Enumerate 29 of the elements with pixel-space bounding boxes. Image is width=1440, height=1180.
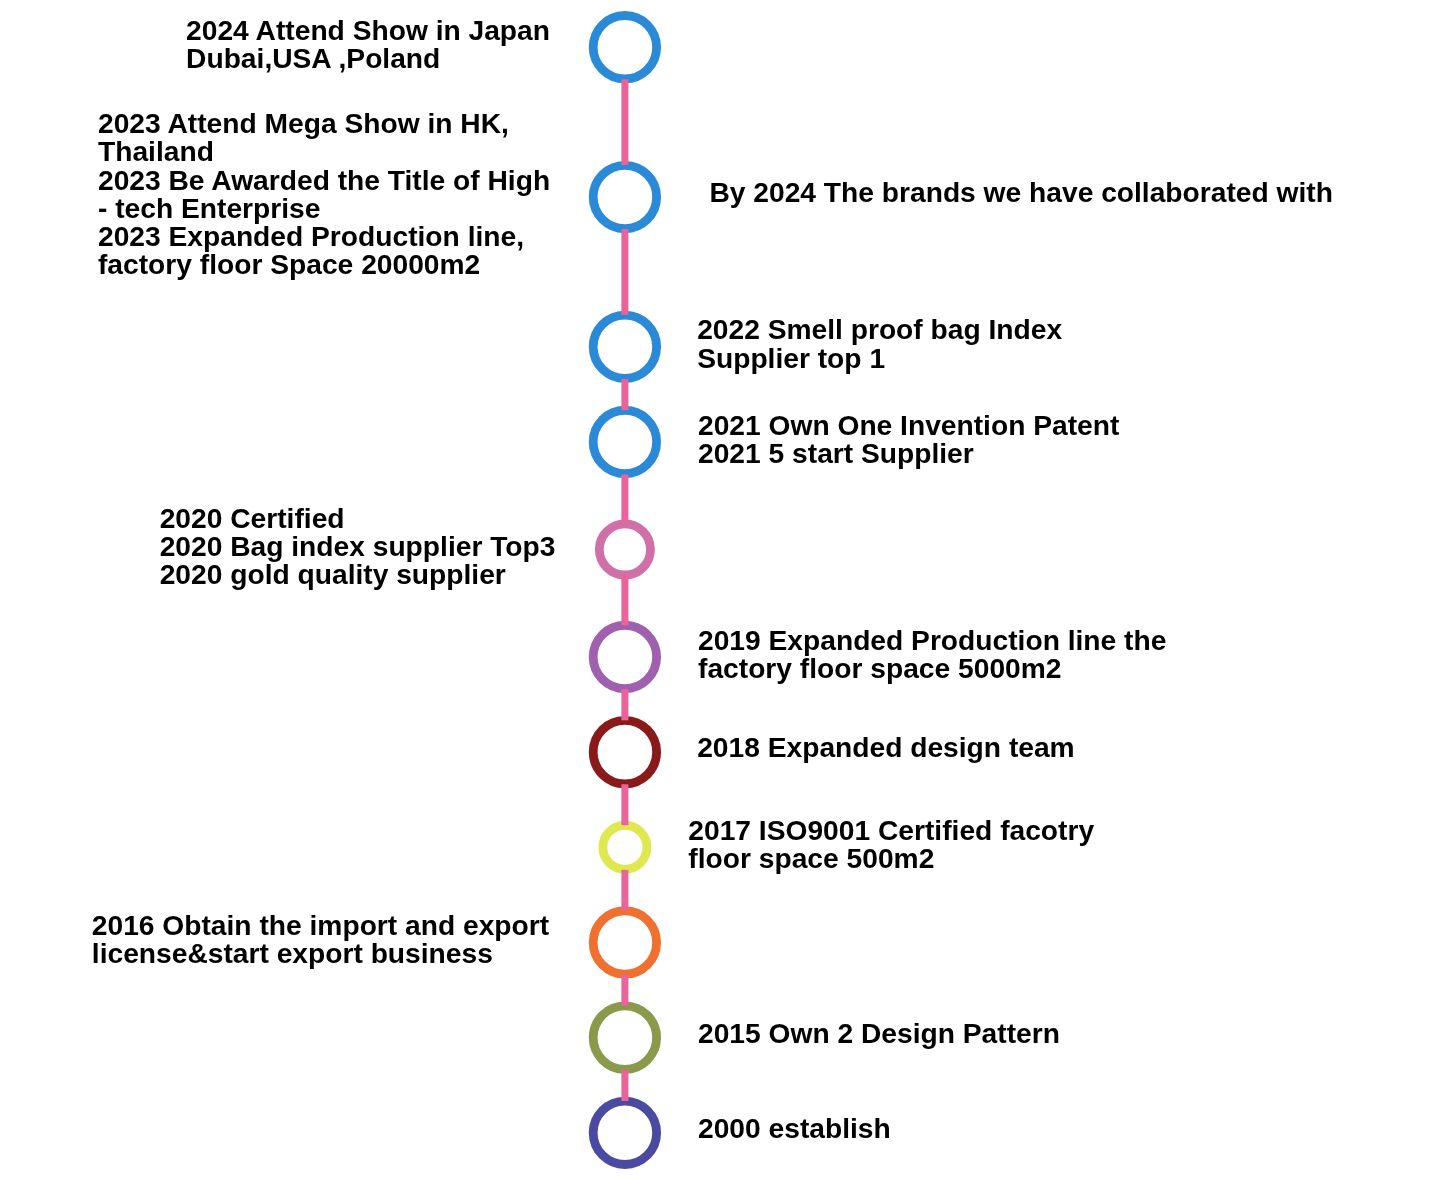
node-circle <box>588 160 661 234</box>
node-circle <box>588 906 661 979</box>
node-label: 2015 Own 2 Design Pattern <box>697 1016 1060 1049</box>
connector <box>620 689 628 721</box>
node-circle <box>588 11 661 84</box>
node-circle <box>588 310 661 383</box>
node-circle <box>588 405 661 479</box>
connector <box>620 474 628 524</box>
connector <box>620 229 628 315</box>
connector <box>620 575 628 626</box>
node-circle <box>588 1001 661 1074</box>
node-label: 2016 Obtain the import and export license&start export business <box>91 909 549 970</box>
connector <box>620 79 628 165</box>
node-circle <box>588 716 661 789</box>
label: By 2024 The brands we have collaborated with <box>708 175 1333 208</box>
node-label: 2019 Expanded Production line the factory floor space 5000m2 <box>697 623 1166 684</box>
connector <box>620 378 628 411</box>
connector <box>620 1069 628 1101</box>
node-circle <box>588 620 661 694</box>
node-label: 2022 Smell proof bag Index Supplier top 1 <box>696 313 1062 374</box>
node-label: 2020 Certified <box>159 501 345 534</box>
node-circle <box>588 1096 661 1169</box>
node-circle <box>597 820 651 874</box>
connector <box>620 974 628 1006</box>
node-label: 2024 Attend Show in Japan Dubai,USA ,Poland <box>185 13 550 75</box>
node-label: 2018 Expanded design team <box>696 731 1075 764</box>
node-label: 2000 establish <box>697 1111 891 1144</box>
node-circle <box>594 519 655 580</box>
node-label: 2017 ISO9001 Certified facotry floor space 500m2 <box>687 813 1094 875</box>
